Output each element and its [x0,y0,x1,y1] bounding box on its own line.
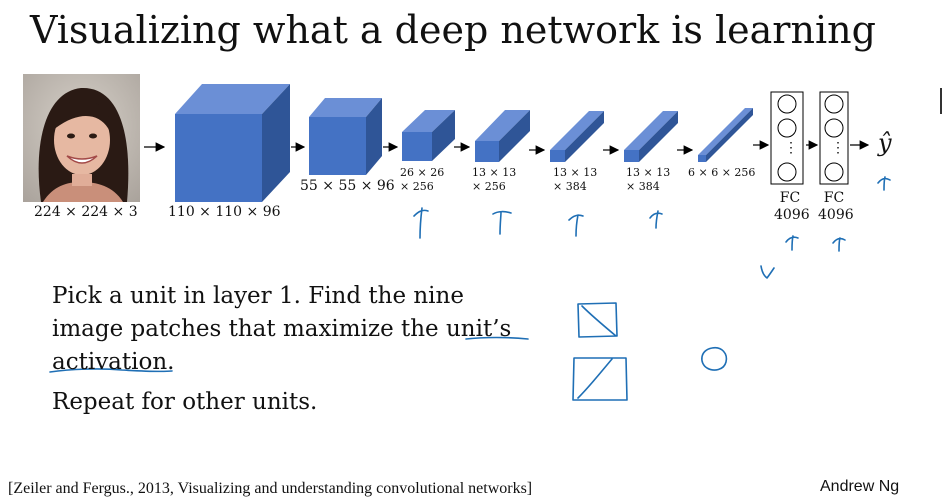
fc-1-label: FC 4096 [774,190,810,223]
layer-3-size-label: 26 × 26 × 256 [400,166,445,193]
edge-marker [940,88,942,114]
fc-1-ellipsis: ⋮ [784,140,798,156]
fc-2-label: FC 4096 [818,190,854,223]
ink-patch-box-2 [572,357,628,401]
ink-underline-units [465,336,529,340]
conv-layer-6-cube [624,111,678,162]
input-size-label: 224 × 224 × 3 [34,204,138,220]
conv-layer-1-cube [175,84,290,202]
ink-patch-box-1 [577,302,618,338]
citation: [Zeiler and Fergus., 2013, Visualizing a… [8,480,533,497]
author-name: Andrew Ng [820,478,900,495]
layer-4-size-label: 13 × 13 × 256 [472,166,517,193]
ink-arrow-layer4 [492,210,512,235]
ink-underline-activation [49,368,173,373]
ink-arrow-layer6 [649,210,663,229]
bullet-1: Pick a unit in layer 1. Find the nine im… [52,283,512,375]
ink-arrow-fc2 [832,237,846,252]
ink-arrow-layer5 [568,214,584,237]
conv-layer-3-cube [402,110,455,161]
conv-layer-2-cube [309,98,382,175]
layer-1-size-label: 110 × 110 × 96 [168,204,281,220]
conv-layer-4-cube [475,110,530,162]
ink-arrow-fc1 [785,235,799,251]
output-y-hat: ŷ [878,129,892,157]
slide-title: Visualizing what a deep network is learn… [30,8,876,52]
fc-layer-2 [819,91,849,185]
conv-layer-7-cube [698,108,753,162]
ink-arrow-layer3 [413,207,429,239]
ink-check-mark [760,265,775,279]
layer-7-size-label: 6 × 6 × 256 [688,166,756,179]
layer-5-size-label: 13 × 13 × 384 [553,166,598,193]
bullet-2: Repeat for other units. [52,389,318,415]
layer-2-size-label: 55 × 55 × 96 [300,178,395,194]
ink-circle [701,346,728,371]
conv-layer-5-cube [550,111,604,162]
ink-arrow-output [877,176,891,191]
layer-6-size-label: 13 × 13 × 384 [626,166,671,193]
input-face-image [23,74,140,202]
fc-layer-1 [770,91,804,185]
fc-2-ellipsis: ⋮ [831,140,845,156]
